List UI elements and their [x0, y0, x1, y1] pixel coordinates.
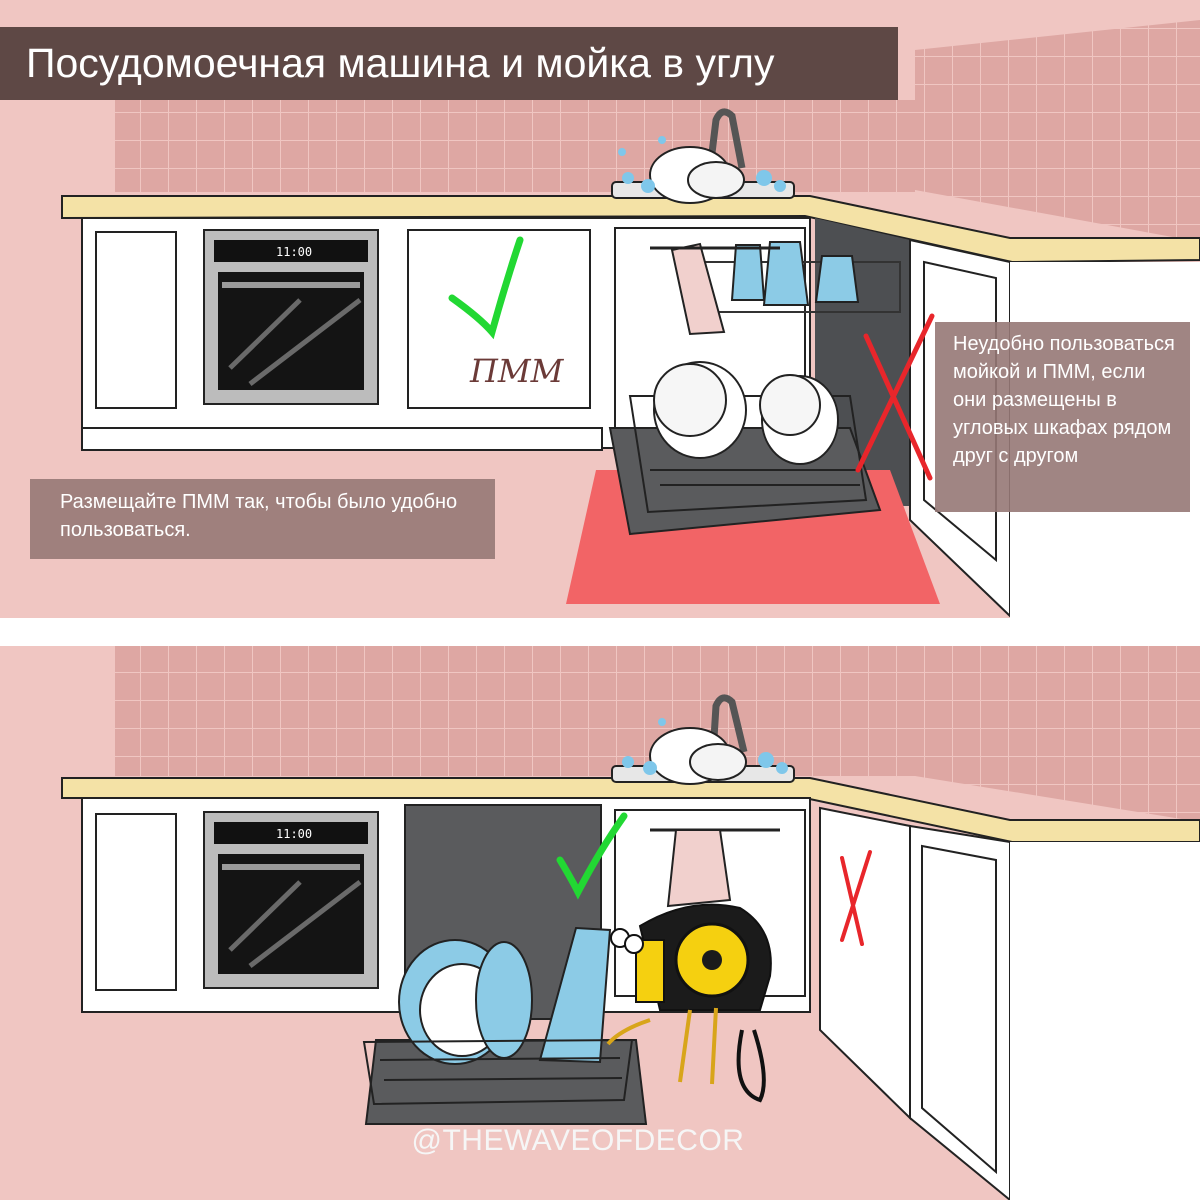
check-icon	[556, 812, 628, 900]
dishwasher-label: ПММ	[470, 352, 564, 390]
oven-clock: 11:00	[276, 245, 312, 259]
cross-icon	[855, 313, 935, 481]
watermark: @THEWAVEOFDECOR	[411, 1124, 745, 1157]
dishwasher-door-down	[362, 926, 648, 1125]
oven: 11:00	[203, 811, 379, 989]
tape-measure-character	[606, 903, 772, 1103]
backsplash-tiles	[115, 646, 915, 776]
bottom-scene: 11:00	[0, 646, 1200, 1200]
dishwasher-upper-rack	[650, 241, 901, 336]
oven-clock: 11:00	[276, 827, 312, 841]
panel-divider	[0, 618, 1200, 646]
backsplash-tiles-side	[915, 20, 1200, 242]
side-wall	[1010, 842, 1200, 1200]
warning-note: Неудобно пользоваться мойкой и ПММ, если…	[935, 322, 1190, 512]
oven: 11:00	[203, 229, 379, 405]
top-scene: 11:00	[61, 20, 1200, 619]
dishwasher-open-door	[608, 361, 882, 536]
tip-note: Размещайте ПММ так, чтобы было удобно по…	[30, 479, 495, 559]
backsplash-tiles	[115, 100, 915, 192]
sink	[611, 108, 795, 204]
sink	[611, 694, 795, 785]
page-title: Посудомоечная машина и мойка в углу	[0, 27, 898, 100]
check-icon	[448, 236, 524, 340]
cross-icon	[840, 850, 872, 946]
